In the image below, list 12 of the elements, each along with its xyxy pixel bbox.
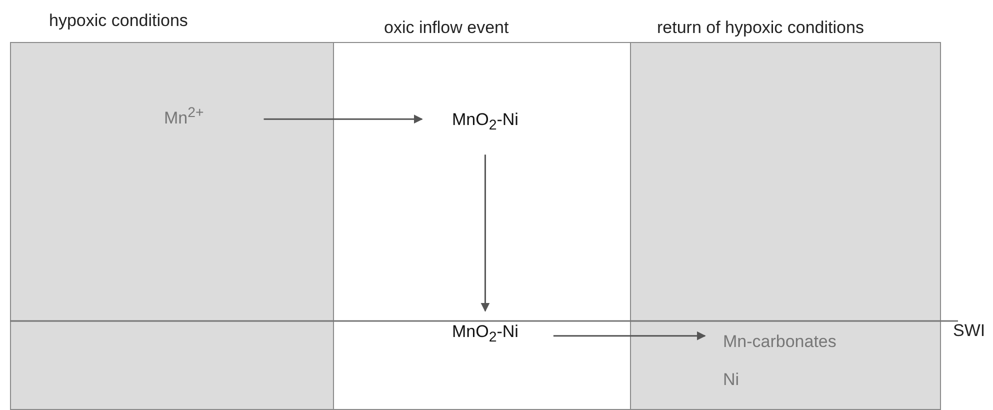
arrow [480, 154, 490, 312]
phase-heading: return of hypoxic conditions [657, 18, 864, 38]
species-label: MnO$_{2}$-Ni [452, 319, 518, 349]
species-label: MnO$_{2}$-Ni [452, 107, 518, 137]
phase-heading: hypoxic conditions [49, 11, 188, 31]
arrow [553, 331, 706, 340]
interface-label: SWI [953, 320, 986, 342]
arrow [264, 114, 423, 124]
species-label: Mn-carbonates [723, 331, 836, 353]
species-label: Mn$^{2+}$ [164, 103, 204, 132]
phase-heading: oxic inflow event [384, 18, 509, 38]
species-label: Ni [723, 368, 740, 390]
